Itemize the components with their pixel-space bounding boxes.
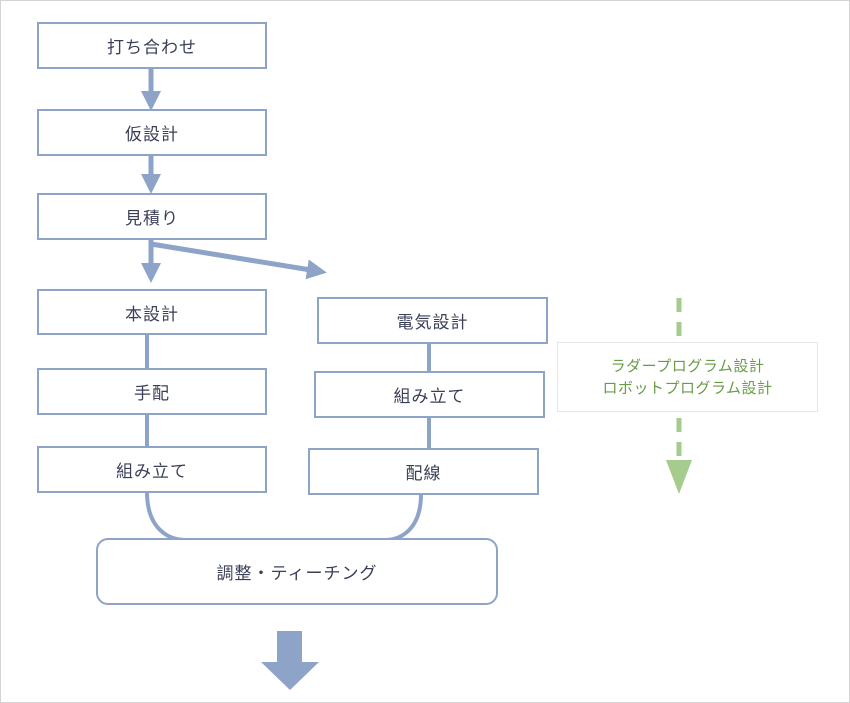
note-robot-program: ロボットプログラム設計 xyxy=(602,379,773,397)
curve-right-to-adjust xyxy=(384,493,423,542)
step-prelim-design: 仮設計 xyxy=(37,109,267,156)
program-design-note: ラダープログラム設計 ロボットプログラム設計 xyxy=(557,342,818,412)
green-arrow-head xyxy=(666,460,692,494)
bottom-arrow xyxy=(261,631,319,690)
step-estimate: 見積り xyxy=(37,193,267,240)
arrow-estimate-to-electrical xyxy=(150,241,327,280)
step-adjust-teaching: 調整・ティーチング xyxy=(96,538,498,605)
step-wiring: 配線 xyxy=(308,448,539,495)
step-assembly-right: 組み立て xyxy=(314,371,545,418)
step-meeting: 打ち合わせ xyxy=(37,22,267,69)
step-electrical-design: 電気設計 xyxy=(317,297,548,344)
curve-left-to-adjust xyxy=(145,491,186,542)
note-ladder-program: ラダープログラム設計 xyxy=(610,357,765,375)
step-main-design: 本設計 xyxy=(37,289,267,335)
step-procurement: 手配 xyxy=(37,368,267,415)
step-assembly-left: 組み立て xyxy=(37,446,267,493)
